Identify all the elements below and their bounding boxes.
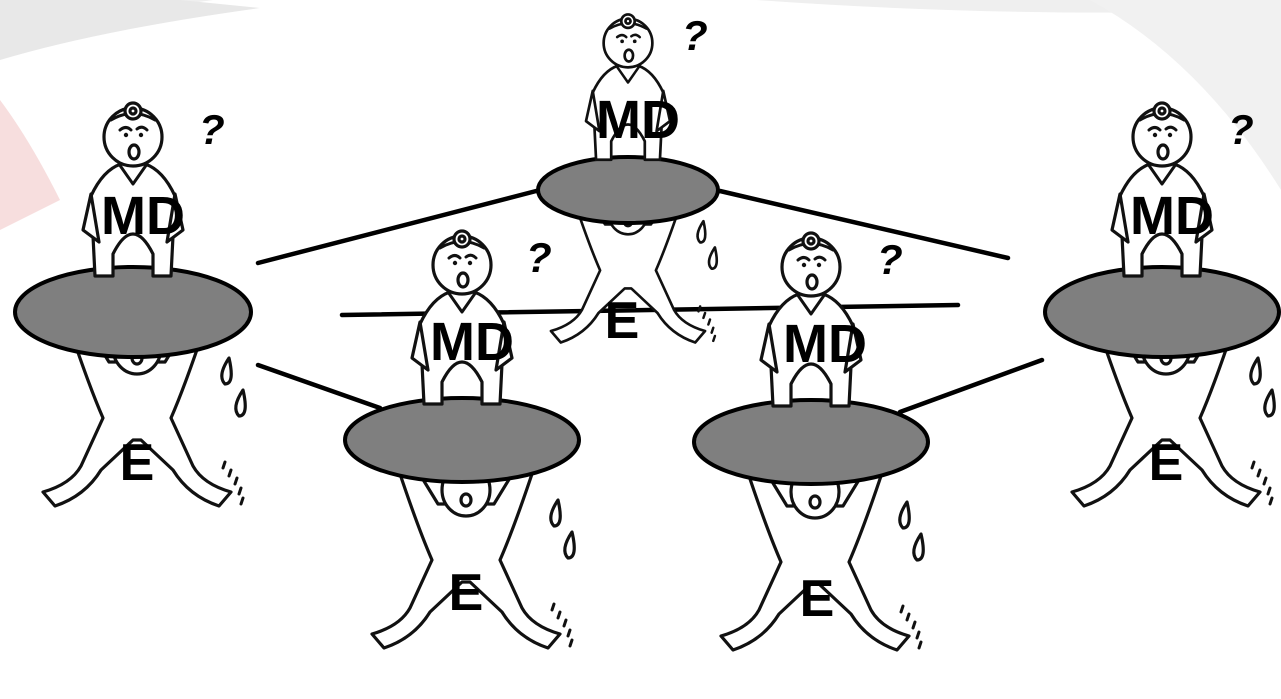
disc-platform — [13, 265, 253, 359]
employee-label: E — [800, 570, 835, 628]
unit-right: E MD ? — [1043, 101, 1281, 508]
unit-top-center: E MD ? — [536, 12, 720, 350]
question-mark: ? — [682, 12, 708, 59]
doctor-label: MD — [783, 314, 867, 374]
doctor-label: MD — [430, 312, 514, 372]
disc-platform — [692, 398, 930, 486]
question-mark: ? — [1228, 106, 1254, 153]
question-mark: ? — [877, 236, 903, 283]
question-mark: ? — [199, 106, 225, 153]
link-front-right-to-right — [897, 357, 1045, 415]
employee-label: E — [1149, 434, 1184, 492]
question-mark: ? — [526, 234, 552, 281]
doctor-label: MD — [101, 186, 185, 246]
background-watermark — [0, 0, 1281, 230]
unit-left: E MD ? — [13, 101, 253, 508]
disc-platform — [343, 396, 581, 484]
employee-label: E — [120, 434, 155, 492]
link-left-to-top — [255, 187, 543, 266]
unit-front-right: E MD ? — [692, 231, 930, 652]
employee-label: E — [605, 292, 640, 350]
doctor-label: MD — [596, 90, 680, 150]
disc-platform — [536, 155, 720, 225]
doctor-label: MD — [1130, 186, 1214, 246]
unit-front-left: E MD ? — [343, 229, 581, 650]
disc-platform — [1043, 265, 1281, 359]
link-left-to-front-left — [255, 362, 383, 411]
link-top-to-right — [717, 188, 1011, 261]
employee-label: E — [449, 564, 484, 622]
